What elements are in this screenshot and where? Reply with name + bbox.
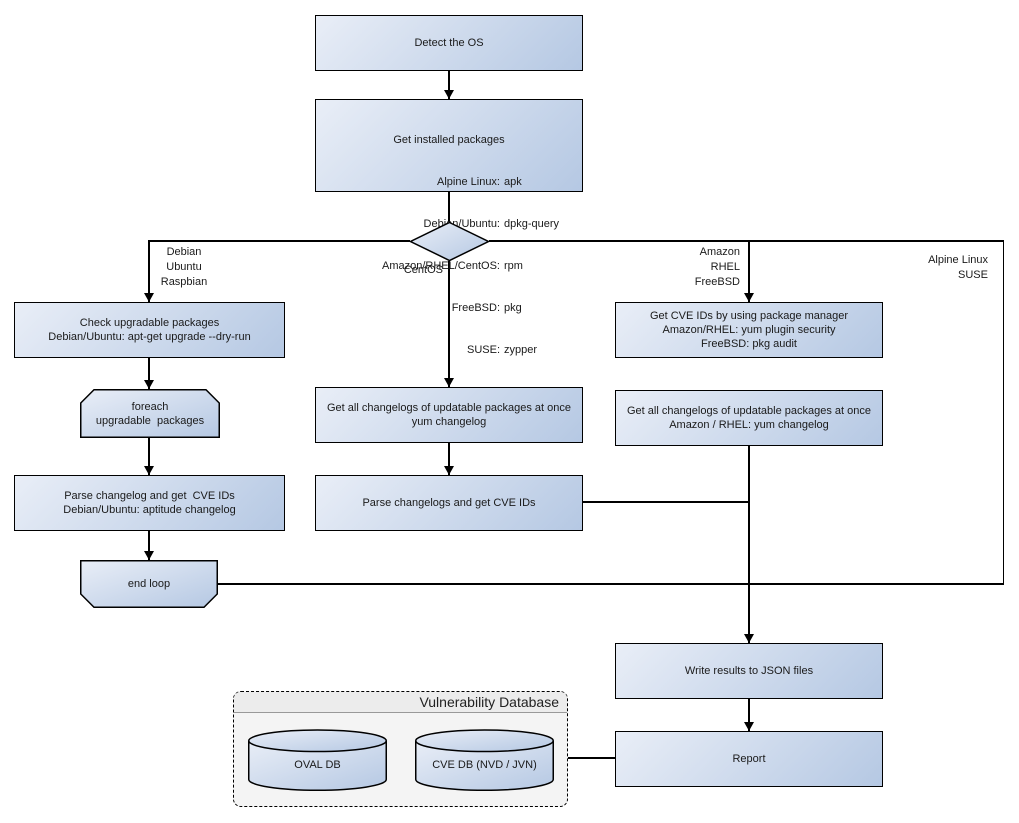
arrowhead-icon xyxy=(444,378,454,387)
arrowhead-icon xyxy=(744,722,754,731)
node-check-upgradable: Check upgradable packages Debian/Ubuntu:… xyxy=(14,302,285,358)
arrowhead-icon xyxy=(744,634,754,643)
package-manager-row: FreeBSD: pkg xyxy=(451,302,522,314)
connector-foreach-to-parse xyxy=(148,438,150,475)
connector-decision-left xyxy=(148,240,410,242)
node-foreach-loop: foreach upgradable packages xyxy=(95,400,205,427)
node-get-installed-packages: Get installed packages Alpine Linux: apk… xyxy=(315,99,583,356)
connector-alpine-branch xyxy=(1002,240,1004,585)
connector-yum-to-parse xyxy=(448,443,450,475)
vulnerability-database-title: Vulnerability Database xyxy=(234,692,567,713)
node-get-changelogs-amazon: Get all changelogs of updatable packages… xyxy=(615,390,883,446)
connector-amazon-branch xyxy=(748,240,750,302)
database-cylinder-icon xyxy=(415,729,554,791)
branch-label-amazon: Amazon RHEL FreeBSD xyxy=(694,246,740,288)
node-title: Get installed packages xyxy=(393,134,505,146)
database-cylinder-icon xyxy=(248,729,387,791)
branch-label-debian: Debian Ubuntu Raspbian xyxy=(160,246,208,288)
package-manager-row: SUSE: zypper xyxy=(466,344,538,356)
arrowhead-icon xyxy=(444,90,454,99)
loop-end-shape xyxy=(80,560,218,608)
arrowhead-icon xyxy=(144,551,154,560)
loop-start-shape xyxy=(80,389,220,438)
connector-database-to-report xyxy=(568,757,615,759)
connector-endloop-to-join xyxy=(217,583,1004,585)
connector-decision-right xyxy=(489,240,1004,242)
connector-write-to-report xyxy=(748,699,750,731)
arrowhead-icon xyxy=(144,293,154,302)
node-write-results: Write results to JSON files xyxy=(615,643,883,699)
node-parse-changelogs: Parse changelogs and get CVE IDs xyxy=(315,475,583,531)
oval-db-label: OVAL DB xyxy=(294,759,341,771)
connector-join-to-write xyxy=(748,446,750,643)
connector-parse-to-join xyxy=(583,501,749,503)
node-get-changelogs-yum: Get all changelogs of updatable packages… xyxy=(315,387,583,443)
node-report: Report xyxy=(615,731,883,787)
arrowhead-icon xyxy=(144,380,154,389)
arrowhead-icon xyxy=(744,293,754,302)
branch-label-centos: CentOS xyxy=(403,264,443,276)
branch-label-alpine: Alpine Linux SUSE xyxy=(928,254,988,281)
connector-check-to-foreach xyxy=(148,358,150,389)
node-end-loop: end loop xyxy=(127,578,171,590)
connector-installed-to-decision xyxy=(448,192,450,222)
node-detect-os: Detect the OS xyxy=(315,15,583,71)
cve-db-label: CVE DB (NVD / JVN) xyxy=(432,759,537,771)
node-get-cve-ids: Get CVE IDs by using package manager Ama… xyxy=(615,302,883,358)
package-manager-row: Amazon/RHEL/CentOS: rpm xyxy=(382,260,523,272)
connector-centos-branch xyxy=(448,261,450,387)
arrowhead-icon xyxy=(144,466,154,475)
connector-parse-to-endloop xyxy=(148,531,150,560)
connector-detect-to-installed xyxy=(448,71,450,99)
decision-diamond xyxy=(409,221,490,262)
arrowhead-icon xyxy=(444,466,454,475)
connector-debian-branch xyxy=(148,240,150,302)
package-manager-row: Alpine Linux: apk xyxy=(437,176,522,188)
node-parse-changelog-debian: Parse changelog and get CVE IDs Debian/U… xyxy=(14,475,285,531)
